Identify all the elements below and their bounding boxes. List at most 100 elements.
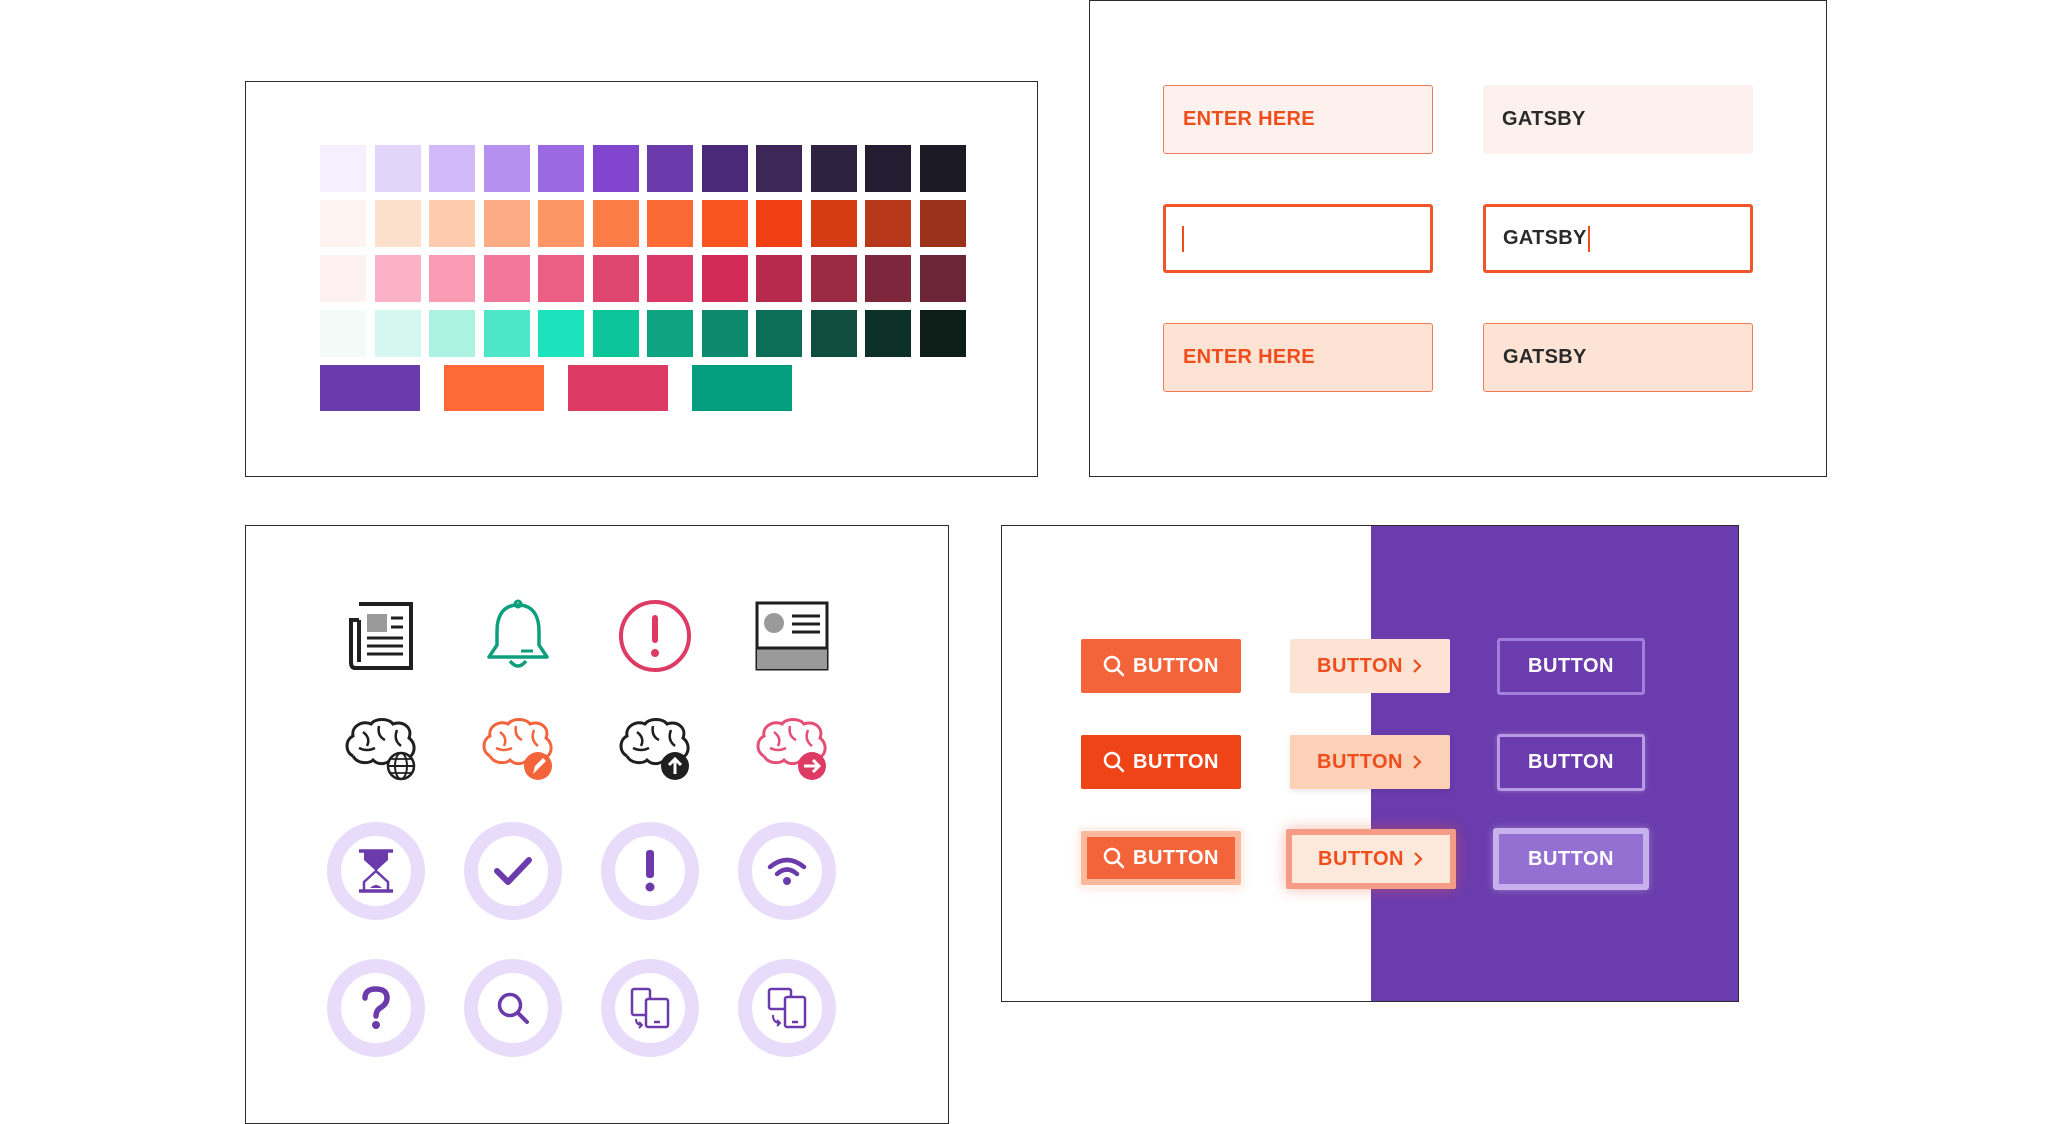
color-swatch bbox=[538, 255, 584, 302]
color-swatch bbox=[701, 200, 748, 247]
wifi-icon bbox=[738, 822, 836, 920]
color-swatch bbox=[592, 145, 639, 192]
color-swatch bbox=[810, 145, 857, 192]
main-color-swatch bbox=[568, 365, 668, 411]
brain-edit-icon bbox=[478, 709, 558, 789]
button-label: BUTTON bbox=[1317, 750, 1403, 773]
button-label: BUTTON bbox=[1133, 846, 1219, 869]
search-icon bbox=[1103, 751, 1125, 773]
input-placeholder: ENTER HERE bbox=[1183, 108, 1315, 130]
color-swatch bbox=[647, 255, 693, 302]
color-swatch bbox=[865, 255, 911, 302]
devices-icon bbox=[601, 959, 699, 1057]
color-swatch bbox=[429, 145, 475, 192]
color-swatch bbox=[810, 255, 857, 302]
color-swatch bbox=[647, 200, 693, 247]
secondary-chevron-button-focus[interactable]: BUTTON bbox=[1286, 829, 1456, 889]
ghost-button-hover[interactable]: BUTTON bbox=[1497, 734, 1645, 791]
color-swatch bbox=[483, 200, 530, 247]
color-swatch bbox=[810, 310, 857, 357]
color-swatch bbox=[647, 310, 693, 357]
text-input-default-empty[interactable]: ENTER HERE bbox=[1163, 85, 1433, 154]
input-placeholder: ENTER HERE bbox=[1183, 346, 1315, 368]
text-input-default-filled[interactable]: GATSBY bbox=[1483, 85, 1753, 154]
button-label: BUTTON bbox=[1133, 654, 1219, 677]
color-swatch bbox=[919, 145, 966, 192]
button-label: BUTTON bbox=[1528, 751, 1614, 773]
color-swatch bbox=[919, 310, 966, 357]
brain-globe-icon bbox=[341, 709, 421, 789]
profile-card-icon bbox=[752, 596, 832, 676]
text-input-focus-filled[interactable]: GATSBY bbox=[1483, 204, 1753, 273]
color-swatch bbox=[701, 255, 748, 302]
color-swatch bbox=[374, 145, 421, 192]
color-swatch bbox=[647, 145, 693, 192]
button-label: BUTTON bbox=[1528, 655, 1614, 677]
color-swatch bbox=[756, 200, 802, 247]
color-swatch bbox=[374, 310, 421, 357]
ghost-button-focus[interactable]: BUTTON bbox=[1493, 828, 1649, 890]
primary-search-button-hover[interactable]: BUTTON bbox=[1081, 735, 1241, 789]
color-swatch bbox=[538, 200, 584, 247]
color-swatch bbox=[592, 200, 639, 247]
main-color-swatch bbox=[444, 365, 544, 411]
search-icon bbox=[1103, 655, 1125, 677]
text-input-focus-empty[interactable] bbox=[1163, 204, 1433, 273]
text-caret bbox=[1182, 225, 1184, 252]
color-swatch bbox=[756, 310, 802, 357]
main-color-swatch bbox=[320, 365, 420, 411]
color-swatch bbox=[374, 255, 421, 302]
color-swatch bbox=[592, 255, 639, 302]
button-label: BUTTON bbox=[1318, 847, 1404, 870]
color-swatch bbox=[865, 145, 911, 192]
button-label: BUTTON bbox=[1317, 654, 1403, 677]
question-icon bbox=[327, 959, 425, 1057]
brain-upload-icon bbox=[615, 709, 695, 789]
check-icon bbox=[464, 822, 562, 920]
color-swatch bbox=[483, 255, 530, 302]
alert-circle-icon bbox=[615, 596, 695, 676]
hourglass-icon bbox=[327, 822, 425, 920]
buttons-panel: BUTTON BUTTON BUTTON BUTTON BUTTON BUTTO… bbox=[1001, 525, 1739, 1002]
chevron-right-icon bbox=[1413, 755, 1422, 769]
secondary-chevron-button-hover[interactable]: BUTTON bbox=[1290, 735, 1450, 789]
ghost-button[interactable]: BUTTON bbox=[1497, 638, 1645, 695]
color-swatch bbox=[429, 200, 475, 247]
color-swatch bbox=[865, 200, 911, 247]
button-label: BUTTON bbox=[1133, 750, 1219, 773]
text-caret bbox=[1587, 225, 1590, 252]
input-value: GATSBY bbox=[1502, 108, 1586, 130]
color-swatch bbox=[374, 200, 421, 247]
icon-set-panel bbox=[245, 525, 949, 1124]
color-swatch bbox=[320, 200, 366, 247]
newspaper-icon bbox=[341, 596, 421, 676]
color-swatch bbox=[483, 310, 530, 357]
text-input-hover-empty[interactable]: ENTER HERE bbox=[1163, 323, 1433, 392]
main-color-swatches bbox=[320, 365, 792, 411]
color-swatch bbox=[919, 200, 966, 247]
primary-search-button-focus[interactable]: BUTTON bbox=[1081, 831, 1241, 885]
color-swatch bbox=[701, 145, 748, 192]
text-input-hover-filled[interactable]: GATSBY bbox=[1483, 323, 1753, 392]
color-swatch bbox=[810, 200, 857, 247]
input-value: GATSBY bbox=[1503, 227, 1587, 249]
color-swatch bbox=[483, 145, 530, 192]
main-color-swatch bbox=[692, 365, 792, 411]
brain-arrow-icon bbox=[752, 709, 832, 789]
color-swatch bbox=[429, 310, 475, 357]
search-icon bbox=[464, 959, 562, 1057]
chevron-right-icon bbox=[1414, 852, 1423, 866]
button-label: BUTTON bbox=[1528, 847, 1614, 870]
color-swatch bbox=[320, 145, 366, 192]
exclamation-icon bbox=[601, 822, 699, 920]
color-swatch bbox=[756, 145, 802, 192]
color-swatch bbox=[865, 310, 911, 357]
color-palette-panel bbox=[245, 81, 1038, 477]
color-swatch bbox=[756, 255, 802, 302]
input-value: GATSBY bbox=[1503, 346, 1587, 368]
color-swatch bbox=[919, 255, 966, 302]
secondary-chevron-button[interactable]: BUTTON bbox=[1290, 639, 1450, 693]
search-icon bbox=[1103, 847, 1125, 869]
chevron-right-icon bbox=[1413, 659, 1422, 673]
primary-search-button[interactable]: BUTTON bbox=[1081, 639, 1241, 693]
